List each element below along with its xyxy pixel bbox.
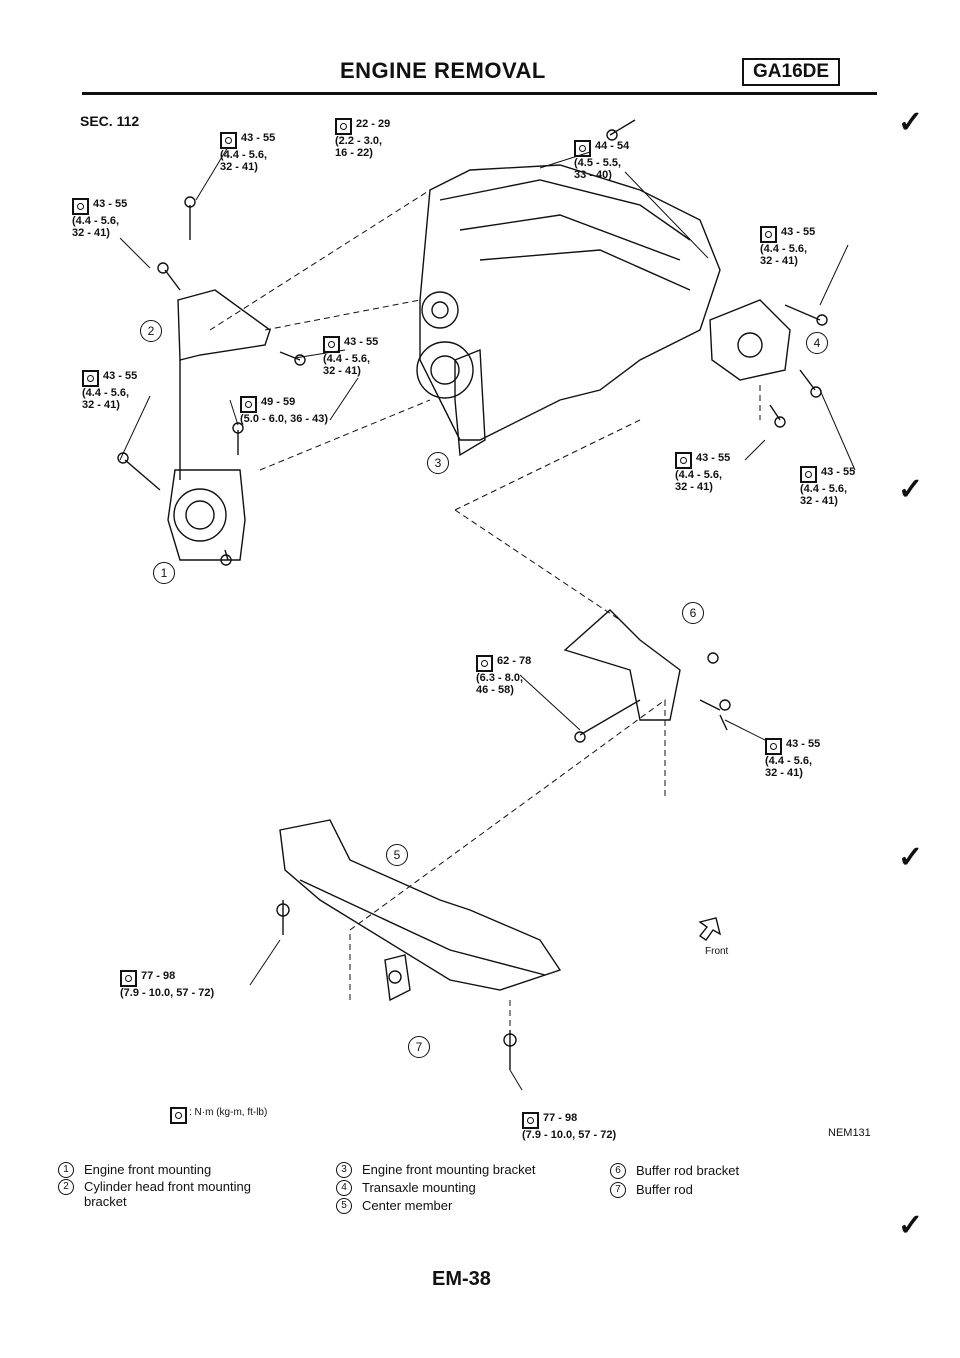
callout-1: 1	[153, 562, 175, 584]
center-member	[279, 819, 562, 991]
engine-block	[419, 164, 721, 441]
engine-mounting-bracket	[454, 348, 486, 457]
callout-3: 3	[427, 452, 449, 474]
engine-front-mounting	[167, 469, 246, 561]
torque-label: 43 - 55 (4.4 - 5.6, 32 - 41)	[72, 198, 128, 239]
callout-7: 7	[408, 1036, 430, 1058]
front-arrow-icon	[698, 917, 722, 941]
torque-label: 43 - 55 (4.4 - 5.6, 32 - 41)	[82, 370, 138, 411]
crank-pulley	[416, 341, 474, 399]
margin-check-mark: ✓	[898, 106, 924, 139]
torque-label: 44 - 54 (4.5 - 5.5, 33 - 40)	[574, 140, 630, 181]
torque-label: 43 - 55 (4.4 - 5.6, 32 - 41)	[760, 226, 816, 267]
figure-code: NEM131	[828, 1127, 871, 1139]
torque-label: 62 - 78 (6.3 - 8.0, 46 - 58)	[476, 655, 532, 696]
margin-check-mark: ✓	[898, 841, 924, 874]
torque-wrench-icon	[323, 336, 340, 353]
torque-wrench-icon	[522, 1112, 539, 1129]
torque-wrench-icon	[120, 970, 137, 987]
torque-wrench-icon	[82, 370, 99, 387]
bolts	[117, 119, 828, 1070]
margin-check-mark: ✓	[898, 1209, 924, 1242]
torque-wrench-icon	[476, 655, 493, 672]
callout-5: 5	[386, 844, 408, 866]
torque-label: 43 - 55 (4.4 - 5.6, 32 - 41)	[323, 336, 379, 377]
torque-label: 22 - 29 (2.2 - 3.0, 16 - 22)	[335, 118, 391, 159]
transaxle-mounting	[709, 299, 791, 381]
torque-wrench-icon	[675, 452, 692, 469]
torque-label: 43 - 55 (4.4 - 5.6, 32 - 41)	[675, 452, 731, 493]
cam-pulley	[421, 291, 459, 329]
callout-6: 6	[682, 602, 704, 624]
torque-label: 77 - 98 (7.9 - 10.0, 57 - 72)	[120, 970, 215, 999]
margin-check-mark: ✓	[898, 473, 924, 506]
torque-wrench-icon	[220, 132, 237, 149]
section-number: SEC. 112	[80, 113, 140, 129]
torque-wrench-icon	[72, 198, 89, 215]
callout-2: 2	[140, 320, 162, 342]
torque-label: 77 - 98 (7.9 - 10.0, 57 - 72)	[522, 1112, 617, 1141]
buffer-rod	[384, 954, 411, 1002]
torque-label: 49 - 59 (5.0 - 6.0, 36 - 43)	[240, 396, 329, 425]
torque-wrench-icon	[335, 118, 352, 135]
page-title: ENGINE REMOVAL	[340, 58, 546, 83]
header-rule	[82, 92, 877, 95]
torque-label: 43 - 55 (4.4 - 5.6, 32 - 41)	[765, 738, 821, 779]
engine-code-badge: GA16DE	[742, 58, 841, 86]
torque-wrench-icon	[170, 1107, 187, 1124]
front-label: Front	[705, 946, 729, 957]
torque-label: 43 - 55 (4.4 - 5.6, 32 - 41)	[220, 132, 276, 173]
unit-note: : N·m (kg-m, ft-lb)	[170, 1107, 267, 1124]
callout-4: 4	[806, 332, 828, 354]
torque-wrench-icon	[574, 140, 591, 157]
buffer-rod-bracket	[563, 609, 681, 721]
torque-label: 43 - 55 (4.4 - 5.6, 32 - 41)	[800, 466, 856, 507]
torque-wrench-icon	[240, 396, 257, 413]
torque-wrench-icon	[765, 738, 782, 755]
torque-wrench-icon	[800, 466, 817, 483]
page-number: EM-38	[432, 1268, 491, 1290]
torque-wrench-icon	[760, 226, 777, 243]
